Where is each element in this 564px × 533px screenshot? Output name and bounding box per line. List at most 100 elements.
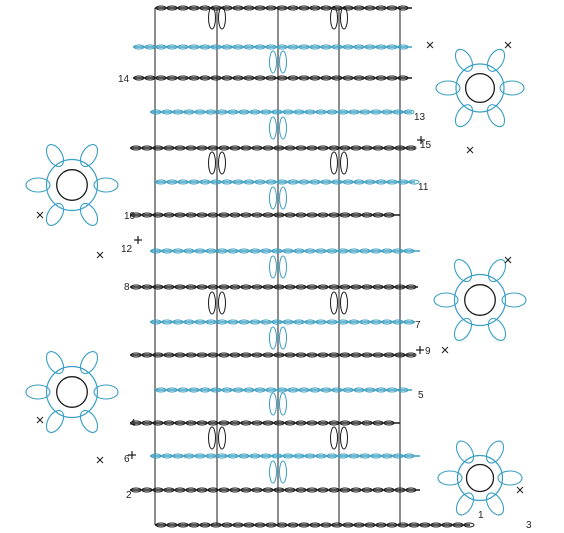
- chain-stitch: [309, 522, 321, 528]
- flower-petal: [45, 202, 65, 226]
- row-label-6: 6: [124, 454, 130, 465]
- chain-stitch: [375, 387, 387, 393]
- chain-stitch: [309, 75, 321, 81]
- chain-stitch: [350, 284, 362, 290]
- chain-stitch: [381, 109, 393, 115]
- chain-stitch: [452, 522, 464, 528]
- chain-stitch: [262, 145, 274, 151]
- row-label-5: 5: [418, 390, 424, 401]
- chain-stitch: [251, 487, 263, 493]
- chain-stitch: [221, 75, 233, 81]
- chain-stitch: [254, 387, 266, 393]
- chain-stitch: [328, 420, 340, 426]
- chain-stitch: [196, 487, 208, 493]
- chain-stitch: [317, 145, 329, 151]
- chain-stitch: [155, 75, 167, 81]
- chain-stitch: [183, 453, 195, 459]
- cluster-petal: [208, 151, 216, 175]
- chain-stitch: [295, 212, 307, 218]
- flower-petal: [453, 317, 473, 341]
- x-mark: [96, 456, 104, 464]
- flower-petal: [25, 384, 51, 400]
- chain-stitch: [161, 453, 173, 459]
- chain-stitch: [381, 319, 393, 325]
- chain-stitch: [386, 387, 398, 393]
- chain-stitch: [249, 453, 261, 459]
- chain-stitch: [320, 75, 332, 81]
- chain-stitch: [199, 387, 211, 393]
- chain-stitch: [298, 522, 310, 528]
- chain-stitch: [161, 248, 173, 254]
- flower-petal: [485, 492, 505, 516]
- chain-stitch: [342, 179, 354, 185]
- chain-stitch: [196, 145, 208, 151]
- chain-stitch: [210, 75, 222, 81]
- chain-stitch: [298, 44, 310, 50]
- cluster-petal: [208, 291, 216, 315]
- chain-stitch: [262, 212, 274, 218]
- chain-stitch: [282, 319, 294, 325]
- chain-stitch: [271, 248, 283, 254]
- chain-stitch: [251, 212, 263, 218]
- flower-petal: [497, 470, 523, 486]
- chain-stitch: [381, 453, 393, 459]
- row-label-2: 2: [126, 490, 132, 501]
- chain-stitch: [251, 145, 263, 151]
- chain-stitch: [141, 284, 153, 290]
- chain-stitch: [150, 109, 162, 115]
- chain-stitch: [254, 179, 266, 185]
- chain-stitch: [229, 420, 241, 426]
- chain-stitch: [287, 387, 299, 393]
- chain-stitch: [306, 212, 318, 218]
- chain-stitch: [130, 487, 142, 493]
- chain-stitch: [372, 284, 384, 290]
- chain-stitch: [199, 179, 211, 185]
- chain-stitch: [185, 420, 197, 426]
- chain-stitch: [364, 75, 376, 81]
- chain-stitch: [273, 487, 285, 493]
- chain-stitch: [271, 453, 283, 459]
- chain-stitch: [177, 44, 189, 50]
- chain-stitch: [342, 522, 354, 528]
- chain-stitch: [133, 75, 145, 81]
- x-mark: [441, 346, 449, 354]
- chain-stitch: [397, 44, 409, 50]
- flower-center: [465, 463, 495, 493]
- chain-stitch: [295, 145, 307, 151]
- chain-stitch: [210, 179, 222, 185]
- chain-stitch: [306, 487, 318, 493]
- chain-stitch: [342, 44, 354, 50]
- chain-stitch: [174, 487, 186, 493]
- cluster-petal: [340, 151, 348, 175]
- cluster-petal: [340, 426, 348, 450]
- cluster-petal: [279, 326, 287, 350]
- chain-stitch: [185, 212, 197, 218]
- chain-stitch: [284, 487, 296, 493]
- chain-stitch: [295, 420, 307, 426]
- chain-stitch: [317, 487, 329, 493]
- row-label-12: 12: [121, 244, 133, 255]
- chain-stitch: [337, 319, 349, 325]
- chain-stitch: [227, 248, 239, 254]
- chain-stitch: [370, 319, 382, 325]
- flower-petal: [437, 470, 463, 486]
- chain-stitch: [229, 352, 241, 358]
- chain-stitch: [315, 109, 327, 115]
- chain-stitch: [331, 75, 343, 81]
- chain-stitch: [174, 420, 186, 426]
- chain-stitch: [339, 212, 351, 218]
- chain-stitch: [372, 145, 384, 151]
- chain-stitch: [243, 75, 255, 81]
- chain-stitch: [309, 387, 321, 393]
- chain-stitch: [216, 319, 228, 325]
- chain-stitch: [364, 387, 376, 393]
- row-label-8: 8: [124, 282, 130, 293]
- chain-stitch: [304, 248, 316, 254]
- chain-stitch: [155, 44, 167, 50]
- chain-stitch: [383, 145, 395, 151]
- chain-stitch: [232, 387, 244, 393]
- chain-stitch: [317, 420, 329, 426]
- chain-stitch: [185, 284, 197, 290]
- chain-stitch: [249, 319, 261, 325]
- chain-stitch: [375, 522, 387, 528]
